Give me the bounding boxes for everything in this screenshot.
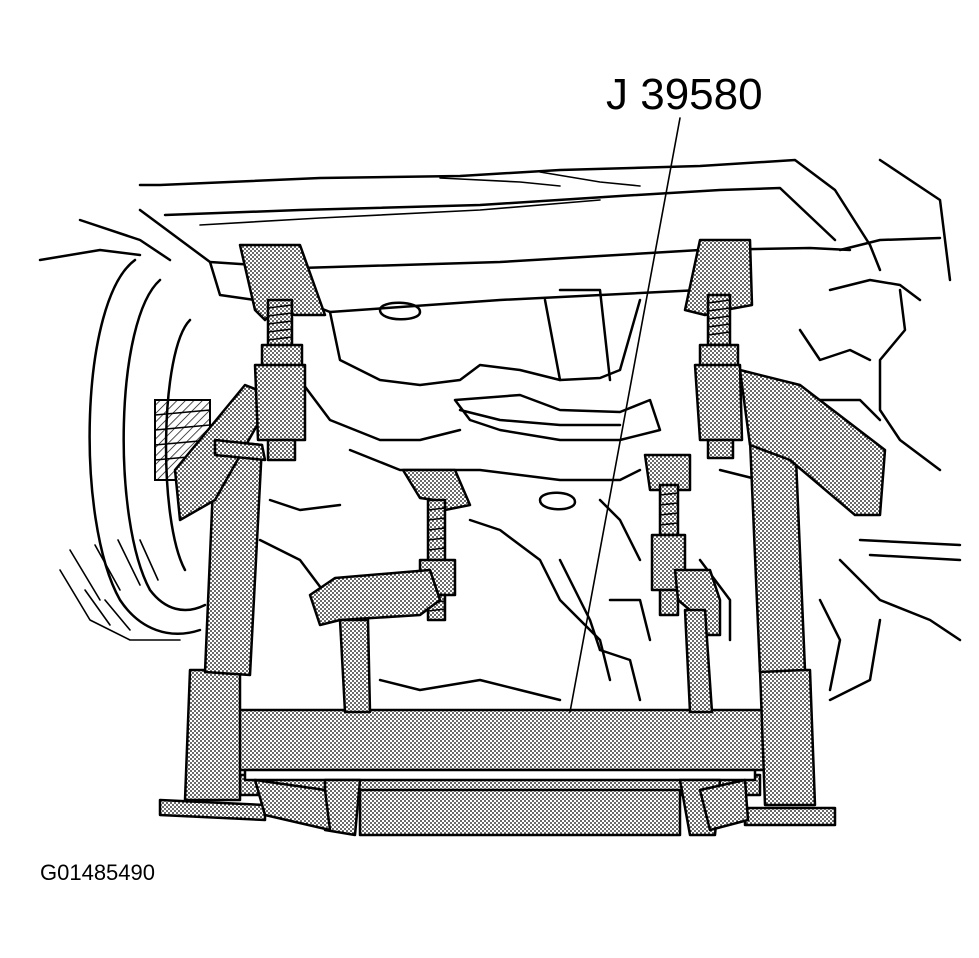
right-arm: [738, 368, 887, 517]
right-foot: [743, 806, 837, 827]
main-crossbar: [233, 708, 767, 772]
support-fixture: [158, 238, 887, 837]
left-column-base: [183, 668, 242, 802]
left-wheel-icon: [59, 258, 211, 641]
engine-oil-pan: [258, 288, 842, 702]
vehicle-body-outline: [38, 158, 962, 702]
figure-id-label: G01485490: [40, 860, 155, 885]
callout-leader-line: [569, 117, 681, 713]
right-screw-block: [693, 363, 744, 442]
center-right-post: [683, 608, 714, 714]
center-right-arm: [673, 568, 722, 637]
left-foot: [158, 798, 267, 822]
right-column: [748, 433, 807, 674]
right-column-base: [758, 668, 817, 807]
center-right-pad: [643, 453, 692, 492]
tool-number-label: J 39580: [606, 70, 763, 119]
center-left-arm: [308, 568, 442, 627]
left-screw-block: [253, 363, 307, 442]
center-left-post: [338, 618, 372, 714]
